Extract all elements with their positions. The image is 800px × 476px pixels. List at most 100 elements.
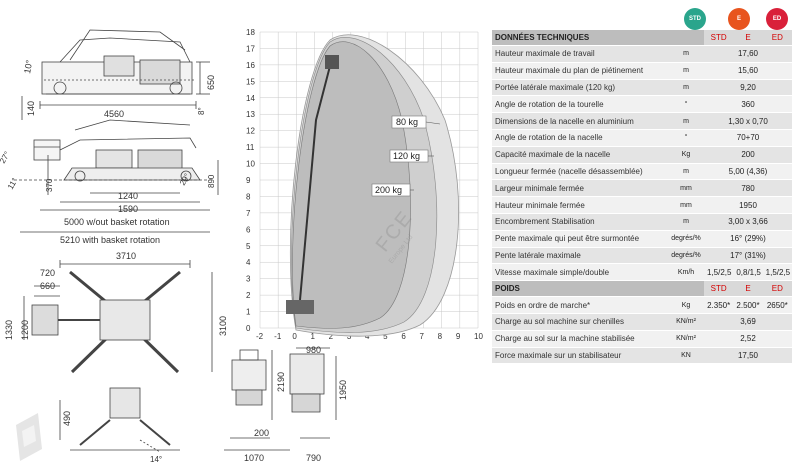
dim-mid-len-d: 5210 with basket rotation <box>60 235 160 245</box>
x-tick-label: -1 <box>274 332 282 341</box>
weight-unit: KN/m² <box>668 313 704 331</box>
envelope-inner-200kg <box>292 41 411 329</box>
dim-mid-height-left: 370 <box>45 178 54 192</box>
spec-header-unit <box>668 30 704 46</box>
spec-unit: mm <box>668 196 704 214</box>
y-tick-label: 7 <box>246 209 251 218</box>
dim-front-h1: 2190 <box>276 372 286 392</box>
y-tick-label: 2 <box>246 291 251 300</box>
y-tick-label: 11 <box>246 143 255 152</box>
spec-col-header: E <box>733 30 763 46</box>
dim-top-height-left: 140 <box>26 101 36 116</box>
spec-value: 9,20 <box>704 79 792 97</box>
working-envelope <box>286 34 460 337</box>
spec-value: 1950 <box>704 196 792 214</box>
y-tick-label: 3 <box>246 275 251 284</box>
x-tick-label: 2 <box>329 332 334 341</box>
weight-unit: KN <box>668 347 704 365</box>
spec-row: Angle de rotation de la tourelle°360 <box>492 95 792 114</box>
dim-plan-c: 1330 <box>4 320 14 340</box>
dim-bottom-w1: 200 <box>254 428 269 438</box>
spec-unit: Km/h <box>668 263 704 282</box>
weights-header-unit <box>668 280 704 298</box>
spec-value: 17° (31%) <box>704 247 792 265</box>
weight-value: 2,52 <box>704 330 792 348</box>
weight-value: 3,69 <box>704 313 792 331</box>
dim-top-angle: 10° <box>22 59 34 75</box>
weights-col-header: E <box>733 280 763 298</box>
load-label-80kg: 80 kg <box>396 117 418 127</box>
spec-unit: degrés/% <box>668 247 704 265</box>
dim-plan-b: 660 <box>40 281 55 291</box>
y-tick-label: 15 <box>246 77 255 86</box>
boom-arm <box>299 65 331 301</box>
x-tick-label: 7 <box>420 332 425 341</box>
side-view-stowed <box>21 29 210 120</box>
badge-electric-power-icon: E <box>728 8 750 30</box>
y-tick-label: 14 <box>246 94 255 103</box>
dim-top-height-right: 650 <box>206 75 216 90</box>
rear-view <box>289 347 337 439</box>
y-tick-label: 13 <box>246 110 255 119</box>
spec-value: 360 <box>704 95 792 114</box>
y-tick-label: 1 <box>246 308 251 317</box>
y-tick-label: 16 <box>246 61 255 70</box>
weight-label: Charge au sol machine sur chenilles <box>492 313 668 331</box>
badge-hybrid-power-icon: STD <box>684 8 706 30</box>
spec-value: 17,60 <box>704 45 792 63</box>
side-view-basket <box>14 119 219 233</box>
spec-unit: m <box>668 213 704 231</box>
weight-unit: KN/m² <box>668 330 704 348</box>
spec-label: Hauteur maximale du plan de piétinement <box>492 62 668 80</box>
spec-label: Vitesse maximale simple/double <box>492 263 668 282</box>
x-tick-label: 8 <box>438 332 443 341</box>
x-tick-label: 10 <box>474 332 483 341</box>
bottom-view <box>59 387 180 453</box>
dim-mid-len-c: 5000 w/out basket rotation <box>64 217 170 227</box>
y-tick-label: 4 <box>246 258 251 267</box>
dim-top-length: 4560 <box>104 109 124 119</box>
x-tick-label: 3 <box>347 332 352 341</box>
power-type-badges: STD E ED <box>678 6 798 30</box>
dim-plan-depth: 3100 <box>218 316 228 336</box>
dim-bottom-w2: 1070 <box>244 453 264 463</box>
spec-value: 15,60 <box>704 62 792 80</box>
x-tick-label: -2 <box>256 332 264 341</box>
x-tick-label: 6 <box>401 332 406 341</box>
weight-label: Charge au sol sur la machine stabilisée <box>492 330 668 348</box>
basket <box>325 55 339 69</box>
y-tick-label: 9 <box>246 176 251 185</box>
plan-view-outriggers <box>23 260 213 374</box>
spec-label: Portée latérale maximale (120 kg) <box>492 79 668 97</box>
dim-top-small-angle: 8° <box>197 107 206 115</box>
spec-unit: m <box>668 79 704 97</box>
y-tick-label: 0 <box>246 324 251 333</box>
badge-diesel-power-icon: ED <box>766 8 788 30</box>
spec-value: 0,8/1,5 <box>733 263 763 282</box>
y-tick-label: 17 <box>246 44 255 53</box>
spec-value: 70+70 <box>704 129 792 147</box>
x-tick-label: 5 <box>383 332 388 341</box>
dim-mid-angle-small: 11° <box>6 177 20 191</box>
dim-bottom-h: 490 <box>62 411 72 426</box>
spec-unit: m <box>668 163 704 181</box>
load-labels: 80 kg 120 kg 200 kg <box>371 115 441 197</box>
spec-label: Hauteur maximale de travail <box>492 45 668 63</box>
dim-mid-angle-left: 27° <box>0 150 12 165</box>
spec-unit: degrés/% <box>668 230 704 248</box>
spec-value: 200 <box>704 146 792 164</box>
spec-label: Angle de rotation de la nacelle <box>492 129 668 147</box>
